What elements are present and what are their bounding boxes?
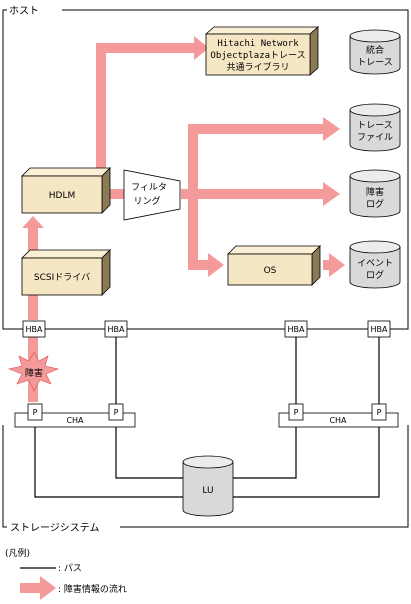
path-lines bbox=[34, 336, 380, 498]
hba-boxes: HBA HBA HBA HBA bbox=[22, 320, 391, 338]
port-boxes: P P P P bbox=[27, 403, 387, 421]
event-log-line1: イベント bbox=[357, 259, 393, 269]
lu-cylinder: LU bbox=[182, 455, 234, 517]
failure-log-line1: 障害 bbox=[366, 186, 384, 198]
os-label: OS bbox=[264, 266, 277, 276]
hitachi-line1: Hitachi Network bbox=[217, 39, 299, 49]
failure-burst-icon: 障害 bbox=[7, 351, 59, 392]
trace-file-line1: トレース bbox=[357, 121, 393, 131]
lu-label: LU bbox=[202, 486, 213, 496]
hitachi-network-box: Hitachi Network Objectplazaトレース 共通ライブラリ bbox=[204, 26, 320, 76]
filter-line1: フィルタ bbox=[131, 182, 167, 193]
legend-flow-text: : 障害情報の流れ bbox=[58, 583, 127, 595]
port-label: P bbox=[114, 408, 119, 417]
event-log-cylinder: イベント ログ bbox=[349, 240, 401, 289]
hba-box bbox=[367, 320, 391, 338]
cha-label: CHA bbox=[329, 416, 347, 425]
failure-log-line2: ログ bbox=[366, 198, 384, 210]
host-label: ホスト bbox=[9, 5, 39, 17]
host-frame: ホスト bbox=[2, 5, 409, 330]
storage-label: ストレージシステム bbox=[10, 522, 100, 534]
hba-label: HBA bbox=[26, 325, 44, 334]
integrated-trace-line1: 統合 bbox=[366, 44, 384, 56]
failure-log-cylinder: 障害 ログ bbox=[349, 169, 401, 218]
port-label: P bbox=[33, 408, 38, 417]
port-box bbox=[27, 403, 43, 421]
integrated-trace-line2: トレース bbox=[357, 58, 393, 68]
port-box bbox=[371, 403, 387, 421]
cha-label: CHA bbox=[66, 416, 84, 425]
filter-line2: リング bbox=[133, 195, 160, 207]
legend: (凡例) : パス : 障害情報の流れ bbox=[5, 547, 127, 600]
hitachi-line3: 共通ライブラリ bbox=[226, 61, 289, 73]
event-log-line2: ログ bbox=[366, 269, 384, 281]
integrated-trace-cylinder: 統合 トレース bbox=[349, 29, 401, 75]
hdlm-label: HDLM bbox=[49, 191, 75, 201]
port-label: P bbox=[377, 408, 382, 417]
trace-file-cylinder: トレース ファイル bbox=[349, 103, 401, 152]
cha-right: CHA bbox=[278, 412, 399, 428]
trace-file-line2: ファイル bbox=[357, 133, 393, 143]
legend-flow-arrowhead bbox=[40, 576, 56, 600]
hba-label: HBA bbox=[288, 325, 306, 334]
legend-title: (凡例) bbox=[5, 547, 30, 559]
port-label: P bbox=[294, 408, 299, 417]
hba-label: HBA bbox=[371, 325, 389, 334]
cha-left: CHA bbox=[14, 412, 136, 428]
storage-frame: ストレージシステム bbox=[2, 425, 409, 534]
hdlm-box: HDLM bbox=[21, 167, 111, 214]
hba-box bbox=[104, 320, 128, 338]
hba-label: HBA bbox=[108, 325, 126, 334]
port-box bbox=[288, 403, 304, 421]
legend-flow-arrow bbox=[20, 583, 42, 593]
hba-box bbox=[22, 320, 46, 338]
failure-label: 障害 bbox=[25, 367, 43, 379]
port-box bbox=[108, 403, 124, 421]
filtering-shape: フィルタ リング bbox=[123, 169, 181, 221]
hba-box bbox=[284, 320, 308, 338]
scsi-driver-box: SCSIドライバ bbox=[21, 249, 111, 296]
os-box: OS bbox=[227, 245, 321, 286]
legend-path-text: : パス bbox=[58, 563, 82, 574]
scsi-driver-label: SCSIドライバ bbox=[34, 272, 90, 283]
hitachi-line2: Objectplazaトレース bbox=[210, 51, 305, 61]
